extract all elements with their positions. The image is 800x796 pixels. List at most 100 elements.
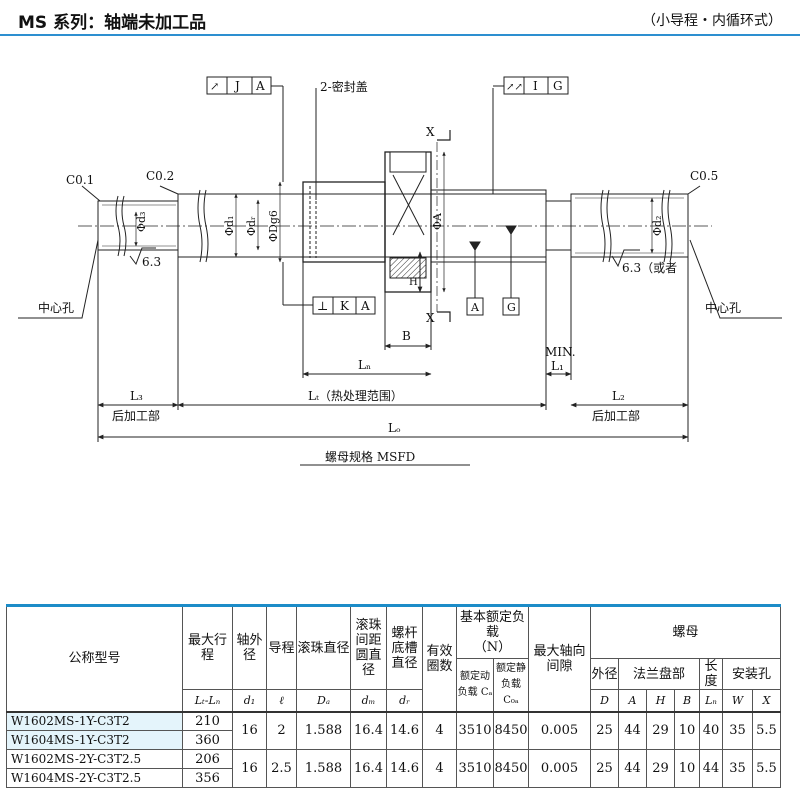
callout-j-ref2: A [255, 79, 265, 93]
datum-box-g [502, 297, 520, 316]
header-max-stroke: 最大行程 [182, 604, 233, 690]
header-rule [0, 34, 800, 36]
table-row: W1602MS-1Y-C3T2 210 16 2 1.588 16.4 14.6… [6, 710, 781, 750]
stroke-cell: 360 [182, 730, 233, 750]
flange-b-cell: 10 [674, 749, 700, 788]
shaft-right-support [545, 200, 572, 251]
dim-b-label: B [402, 329, 411, 343]
dyn-load-cell: 3510 [456, 710, 494, 750]
lead-cell: 2.5 [266, 749, 297, 788]
backlash-cell: 0.005 [528, 710, 591, 750]
sym-b: B [674, 689, 700, 712]
nut-right-section [430, 189, 547, 263]
length-cell: 44 [699, 749, 723, 788]
load-rating-title: 基本额定负载 [459, 610, 525, 640]
leader-line [687, 185, 701, 195]
header-model: 公称型号 [6, 604, 183, 712]
leader-line [81, 185, 101, 202]
flange-a-cell: 44 [618, 749, 647, 788]
ball-dia-cell: 1.588 [296, 749, 351, 788]
break-mark [600, 189, 612, 263]
ball-screw-drawing: ↗ J A ↗↗ I G ⊥ K A 2-密封盖 C0.1 C0.2 C0.5 … [18, 76, 782, 466]
table-row: W1604MS-2Y-C3T2.5 356 [6, 768, 781, 788]
chamfer-left-2: C0.2 [146, 169, 174, 183]
leader-line [159, 185, 179, 195]
dim-min-label: MIN. [545, 345, 576, 359]
flange-h-cell: 29 [646, 710, 675, 750]
callout-j-ref1: J [233, 79, 240, 93]
section-x-bottom: X [426, 311, 435, 325]
header-root-dia: 螺杆底槽直径 [386, 604, 423, 690]
dia-dr-label: Φdᵣ [245, 216, 258, 236]
post-process-left: 后加工部 [112, 408, 160, 423]
sym-root-dia: dᵣ [386, 689, 423, 712]
leader-line [689, 239, 782, 319]
dim-ln-label: Lₙ [358, 358, 371, 372]
callout-k-ref2: A [360, 299, 370, 313]
roughness-left-label: 6.3 [142, 255, 161, 269]
dyn-load-cell: 3510 [456, 749, 494, 788]
sym-a: A [618, 689, 647, 712]
page-header: MS 系列：轴端未加工品 （小导程・内循环式） [0, 0, 800, 36]
datum-g-marker [505, 225, 517, 235]
dim-lt-label: Lₜ（热处理范围） [308, 389, 403, 403]
datum-a-label: A [470, 301, 480, 314]
header-static-load: 额定静负载 C₀ₐ [493, 658, 529, 712]
stroke-cell: 210 [182, 710, 233, 731]
length-cell: 40 [699, 710, 723, 750]
section-x-top: X [426, 125, 435, 139]
shaft-od-cell: 16 [232, 710, 267, 750]
sym-h: H [646, 689, 675, 712]
mount-x-cell: 5.5 [752, 710, 781, 750]
flange-b-cell: 10 [674, 710, 700, 750]
header-shaft-od: 轴外径 [232, 604, 267, 690]
mount-x-cell: 5.5 [752, 749, 781, 788]
shaft-od-cell: 16 [232, 749, 267, 788]
chamfer-right: C0.5 [690, 169, 718, 183]
header-nut-od: 外径 [590, 658, 619, 690]
roughness-right-label: 6.3（或者 [622, 261, 677, 275]
callout-j-symbol: ↗ [210, 80, 219, 93]
nut-spec-label: 螺母规格 MSFD [325, 449, 415, 464]
sym-ln: Lₙ [699, 689, 723, 712]
header-ball-dia: 滚珠直径 [296, 604, 351, 690]
nut-od-cell: 25 [590, 710, 619, 750]
dia-d1-label: Φd₁ [223, 216, 236, 236]
spec-table: 公称型号 最大行程 轴外径 导程 滚珠直径 滚珠间距圆直径 螺杆底槽直径 有效圈… [6, 604, 781, 788]
dia-d2-label: Φd₂ [651, 216, 664, 236]
center-hole-right: 中心孔 [705, 300, 741, 315]
static-load-cell: 8450 [493, 749, 529, 788]
dim-h-label: H [409, 277, 418, 288]
datum-box-a [466, 297, 484, 316]
pcd-cell: 16.4 [350, 749, 387, 788]
header-pcd: 滚珠间距圆直径 [350, 604, 387, 690]
page-subtitle: （小导程・内循环式） [642, 13, 782, 29]
header-mount-hole: 安装孔 [722, 658, 781, 690]
break-mark [661, 189, 673, 263]
callout-i-symbol: ↗↗ [506, 82, 523, 93]
model-cell: W1604MS-1Y-C3T2 [6, 730, 183, 750]
header-turns: 有效圈数 [422, 604, 457, 712]
turns-cell: 4 [422, 749, 457, 788]
callout-i-ref1: I [533, 79, 538, 93]
stroke-cell: 356 [182, 768, 233, 788]
dia-d3-label: Φd₃ [135, 212, 148, 232]
sym-pcd: dₘ [350, 689, 387, 712]
sym-max-stroke: Lₜ-Lₙ [182, 689, 233, 712]
break-mark [197, 189, 209, 263]
turns-cell: 4 [422, 710, 457, 750]
dim-l1-label: L₁ [551, 359, 564, 373]
datum-g-label: G [507, 301, 516, 314]
header-dyn-load: 额定动负载 Cₐ [456, 658, 494, 712]
nut-od-cell: 25 [590, 749, 619, 788]
roughness-mark [129, 247, 156, 266]
static-load-cell: 8450 [493, 710, 529, 750]
model-cell: W1602MS-1Y-C3T2 [6, 710, 183, 731]
table-row: W1604MS-1Y-C3T2 360 [6, 730, 781, 750]
flange-a-cell: 44 [618, 710, 647, 750]
ball-dia-cell: 1.588 [296, 710, 351, 750]
dim-l3-label: L₃ [130, 389, 143, 403]
roughness-mark [611, 249, 640, 268]
sym-shaft-od: d₁ [232, 689, 267, 712]
header-length: 长度 [699, 658, 723, 690]
